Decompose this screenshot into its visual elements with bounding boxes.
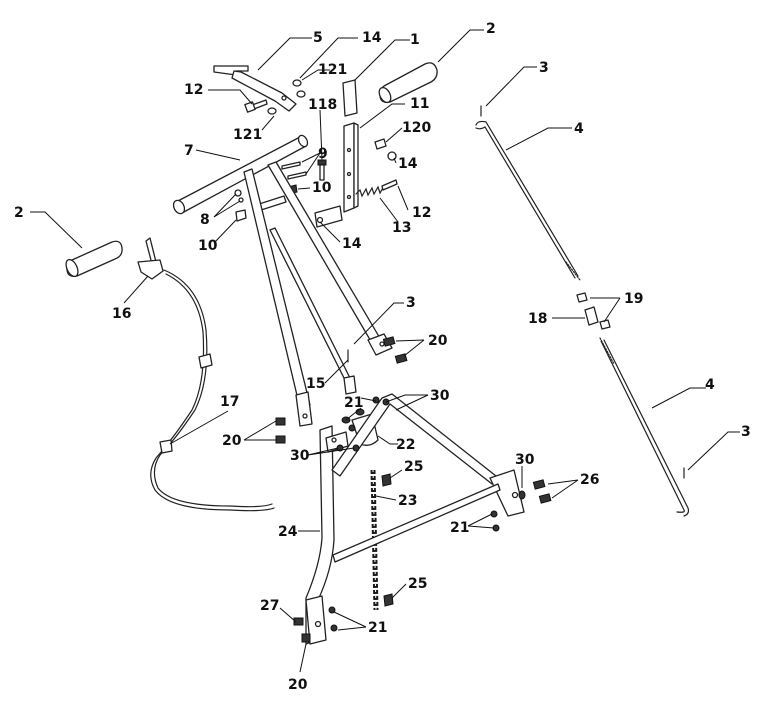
callout-121: 121: [233, 127, 262, 143]
part-11-bracket: [343, 122, 359, 213]
callout-9: 9: [318, 146, 328, 162]
part-27-bolt: [293, 617, 304, 626]
part-16-cable-lever: [137, 237, 164, 280]
callout-21: 21: [368, 620, 387, 636]
part-20-bolt-bottom: [301, 633, 311, 643]
callout-16: 16: [112, 306, 131, 322]
part-4-rod-upper: [475, 120, 581, 281]
callout-121: 121: [318, 62, 347, 78]
part-5-lever: [213, 65, 297, 112]
callout-2: 2: [14, 205, 24, 221]
part-10-nut-lower: [235, 209, 247, 222]
part-118-bolt: [317, 159, 327, 181]
callout-10: 10: [198, 238, 218, 254]
callout-2: 2: [486, 21, 496, 37]
part-25-clip-upper: [381, 473, 392, 487]
part-19-nut-upper: [576, 292, 588, 303]
part-4-rod-lower: [599, 337, 690, 517]
part-21-nut-bottom-a: [328, 606, 336, 614]
callout-30: 30: [290, 448, 310, 464]
callout-1: 1: [410, 32, 420, 48]
leader-lines: [30, 29, 740, 673]
part-13-spring: [355, 185, 385, 198]
part-17-cable-inner: [150, 273, 275, 512]
main-handle-arm-right: [267, 161, 393, 356]
part-7-t-bar: [172, 134, 309, 215]
callout-17: 17: [220, 394, 239, 410]
callout-14: 14: [362, 30, 382, 46]
part-9-bolts: [281, 161, 307, 180]
callout-11: 11: [410, 96, 429, 112]
callout-21: 21: [344, 395, 363, 411]
part-26-bolts: [532, 479, 552, 504]
callout-18: 18: [528, 311, 547, 327]
part-14-block: [314, 205, 343, 228]
callout-120: 120: [402, 120, 431, 136]
part-17-clip-a: [198, 353, 213, 369]
callout-26: 26: [580, 472, 599, 488]
part-2-grip-left: [65, 240, 123, 278]
callout-13: 13: [392, 220, 411, 236]
part-12-bolt-right: [381, 179, 398, 191]
callout-20: 20: [222, 433, 242, 449]
callout-14: 14: [398, 156, 418, 172]
callout-30: 30: [430, 388, 450, 404]
part-121-washer-top: [296, 90, 306, 98]
part-23-chain: [370, 469, 379, 611]
part-21-nut-bottom-b: [330, 624, 338, 632]
callout-19: 19: [624, 291, 643, 307]
part-17-cable: [153, 269, 273, 508]
main-handle-arm-left: [243, 168, 313, 427]
part-1-plate: [342, 79, 358, 117]
part-18-coupler: [584, 306, 599, 326]
callout-27: 27: [260, 598, 279, 614]
part-2-grip-right: [378, 62, 438, 104]
part-17-clip-b: [159, 439, 173, 454]
part-21-nut-a: [348, 424, 356, 432]
part-20-bolt-left: [275, 417, 286, 444]
part-21-nut-c: [372, 396, 380, 404]
part-12-bolt-left: [244, 99, 268, 113]
part-120-spacer: [374, 138, 387, 150]
part-25-clip-lower: [383, 593, 394, 607]
callout-24: 24: [278, 524, 298, 540]
callout-23: 23: [398, 493, 417, 509]
callout-10: 10: [312, 180, 332, 196]
callout-5: 5: [313, 30, 323, 46]
part-121-washer-lower: [267, 107, 277, 115]
part-24-u-frame: [305, 393, 525, 645]
callout-118: 118: [308, 97, 337, 113]
callout-labels: 5 14 1 2 121 12 118 11 121 120 7 9 14 10…: [14, 21, 751, 693]
part-15-rod: [269, 227, 357, 395]
part-14-nut-top: [292, 79, 302, 87]
callout-3: 3: [539, 60, 549, 76]
callout-8: 8: [200, 212, 210, 228]
callout-25: 25: [408, 576, 427, 592]
callout-15: 15: [306, 376, 325, 392]
callout-22: 22: [396, 437, 415, 453]
callout-3: 3: [406, 295, 416, 311]
callout-3: 3: [741, 424, 751, 440]
callout-20: 20: [428, 333, 448, 349]
callout-30: 30: [515, 452, 535, 468]
callout-4: 4: [574, 121, 584, 137]
callout-12: 12: [412, 205, 431, 221]
callout-14: 14: [342, 236, 362, 252]
callout-4: 4: [705, 377, 715, 393]
part-20-bolt-upper-right: [382, 336, 408, 364]
callout-12: 12: [184, 82, 203, 98]
callout-25: 25: [404, 459, 423, 475]
part-8-washer-a: [234, 189, 242, 197]
part-30-washer-right: [518, 490, 526, 500]
callout-7: 7: [184, 143, 194, 159]
callout-21: 21: [450, 520, 469, 536]
callout-20: 20: [288, 677, 308, 693]
